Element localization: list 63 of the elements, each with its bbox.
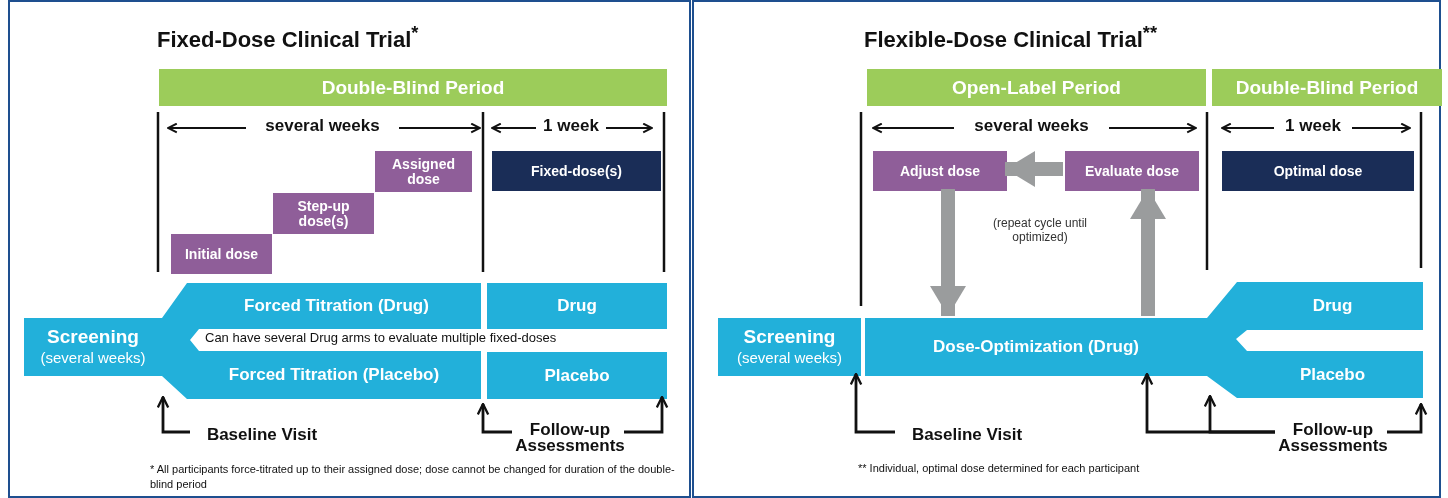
- leader-arrow: [624, 395, 669, 434]
- treatment-band: [487, 352, 667, 399]
- dose-label: Adjust dose: [898, 161, 982, 181]
- dose-box: [273, 193, 374, 234]
- period-title: Double-Blind Period: [1234, 75, 1420, 100]
- block-arrow: [1005, 151, 1063, 187]
- screening-label: Screening: [742, 324, 837, 349]
- duration-label: 1 week: [542, 116, 600, 136]
- dose-label: Step-up dose(s): [296, 196, 351, 231]
- footnote: * All participants force-titrated up to their assigned dose; dose cannot be changed for duration of the double-blind period: [150, 462, 676, 492]
- leader-arrow: [849, 372, 895, 434]
- dose-box: [1065, 151, 1199, 191]
- duration-label: several weeks: [973, 116, 1090, 136]
- period-bar: [159, 69, 667, 106]
- milestone-label: Baseline Visit: [192, 422, 332, 448]
- period-bar: [867, 69, 1206, 106]
- dose-box: [492, 151, 661, 191]
- trial-panel: [8, 0, 691, 498]
- leader-arrow: [1387, 402, 1428, 434]
- screening-label: Screening: [46, 324, 140, 349]
- treatment-band: [865, 318, 1207, 376]
- screening-duration: (several weeks): [736, 347, 843, 368]
- dose-box: [375, 151, 472, 192]
- duration-label: several weeks: [264, 116, 381, 136]
- dose-box: [171, 234, 272, 274]
- trial-panel: [692, 0, 1441, 498]
- period-title: Open-Label Period: [951, 75, 1122, 100]
- dose-box: [873, 151, 1007, 191]
- footnote: ** Individual, optimal dose determined for each participant: [858, 462, 1141, 474]
- dose-label: Initial dose: [183, 244, 260, 264]
- band-label: Forced Titration (Placebo): [227, 364, 441, 387]
- dose-label: Optimal dose: [1272, 161, 1364, 181]
- panel-title: Fixed-Dose Clinical Trial$^{*}$: [157, 22, 419, 54]
- leader-arrow: [1203, 394, 1275, 434]
- band-label: Forced Titration (Drug): [243, 295, 430, 318]
- leader-arrow: [476, 402, 512, 434]
- dose-label: Fixed-dose(s): [530, 161, 623, 181]
- cycle-note: (repeat cycle until optimized): [991, 216, 1088, 244]
- band-label: Placebo: [1298, 363, 1367, 386]
- band-label: Drug: [1311, 295, 1354, 318]
- band-label: Dose-Optimization (Drug): [932, 336, 1140, 359]
- panel-title: Flexible-Dose Clinical Trial$^{**}$: [864, 22, 1158, 54]
- milestone-label: Baseline Visit: [897, 422, 1037, 448]
- screening-bar: [24, 318, 162, 376]
- duration-label: 1 week: [1284, 116, 1342, 136]
- band-label: Drug: [556, 295, 598, 318]
- treatment-band: [1207, 339, 1423, 398]
- treatment-band: [1207, 282, 1423, 339]
- dose-box: [1222, 151, 1414, 191]
- band-label: Placebo: [543, 364, 611, 387]
- block-arrow: [930, 189, 966, 316]
- dose-label: Evaluate dose: [1083, 161, 1181, 181]
- band-note: Can have several Drug arms to evaluate multiple fixed-doses: [205, 330, 558, 345]
- period-title: Double-Blind Period: [320, 75, 506, 100]
- screening-bar: [718, 318, 861, 376]
- milestone-label: Follow-up Assessments: [1277, 420, 1389, 456]
- leader-arrow: [156, 395, 190, 434]
- milestone-label: Follow-up Assessments: [514, 420, 626, 456]
- block-arrow: [1130, 189, 1166, 316]
- screening-duration: (several weeks): [39, 347, 147, 368]
- dose-label: Assigned dose: [391, 154, 456, 189]
- treatment-band: [487, 283, 667, 329]
- period-bar: [1212, 69, 1442, 106]
